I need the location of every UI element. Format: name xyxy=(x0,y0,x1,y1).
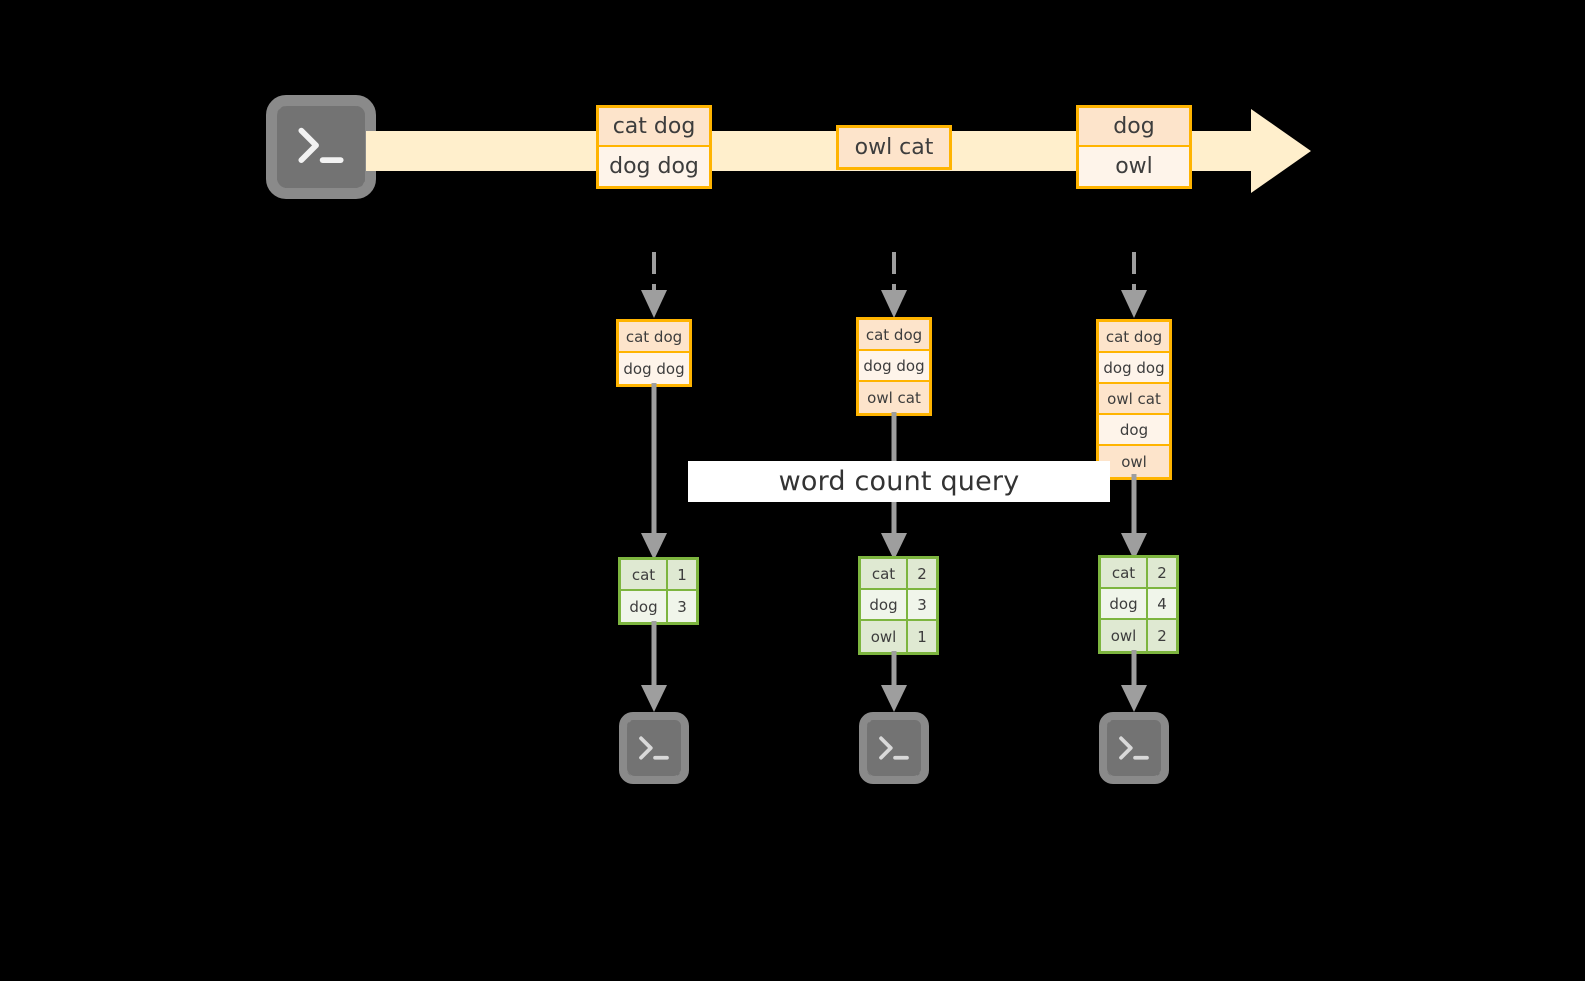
accumulated-state-box-3[interactable]: cat dog dog dog owl cat dog owl xyxy=(1096,319,1172,480)
count-cell: 2 xyxy=(908,559,936,588)
output-connector-1 xyxy=(641,621,667,712)
dashed-connector-1 xyxy=(641,252,667,318)
word-cell: dog xyxy=(861,590,908,619)
query-connector-1 xyxy=(641,383,667,560)
terminal-icon xyxy=(619,712,689,784)
state-line: dog dog xyxy=(859,351,929,382)
word-cell: cat xyxy=(621,560,668,589)
state-line: cat dog xyxy=(1099,322,1169,353)
state-line: cat dog xyxy=(859,320,929,351)
terminal-icon xyxy=(859,712,929,784)
stream-event-box[interactable]: cat dog dog dog xyxy=(596,105,712,189)
accumulated-state-box-1[interactable]: cat dog dog dog xyxy=(616,319,692,387)
state-line: dog xyxy=(1099,415,1169,446)
state-line: owl cat xyxy=(1099,384,1169,415)
accumulated-state-box-2[interactable]: cat dog dog dog owl cat xyxy=(856,317,932,416)
terminal-icon xyxy=(266,95,376,199)
output-connector-2 xyxy=(881,651,907,712)
state-line: dog dog xyxy=(1099,353,1169,384)
query-label: word count query xyxy=(778,466,1020,497)
count-cell: 3 xyxy=(668,591,696,622)
word-count-result-1[interactable]: cat 1 dog 3 xyxy=(618,557,699,625)
stream-event-line: dog xyxy=(1079,108,1189,147)
word-count-result-3[interactable]: cat 2 dog 4 owl 2 xyxy=(1098,555,1179,654)
count-cell: 2 xyxy=(1148,620,1176,651)
stream-event-line: owl cat xyxy=(839,128,949,167)
count-cell: 3 xyxy=(908,590,936,619)
dashed-connector-2 xyxy=(881,252,907,318)
stream-event-line: owl xyxy=(1079,147,1189,186)
table-row: dog 3 xyxy=(621,591,696,622)
word-cell: cat xyxy=(861,559,908,588)
table-row: dog 3 xyxy=(861,590,936,621)
count-cell: 2 xyxy=(1148,558,1176,587)
word-count-result-2[interactable]: cat 2 dog 3 owl 1 xyxy=(858,556,939,655)
count-cell: 4 xyxy=(1148,589,1176,618)
dashed-connector-3 xyxy=(1121,252,1147,318)
word-cell: dog xyxy=(1101,589,1148,618)
table-row: cat 1 xyxy=(621,560,696,591)
count-cell: 1 xyxy=(668,560,696,589)
table-row: dog 4 xyxy=(1101,589,1176,620)
terminal-icon xyxy=(1099,712,1169,784)
table-row: owl 2 xyxy=(1101,620,1176,651)
state-line: dog dog xyxy=(619,353,689,384)
output-connector-3 xyxy=(1121,650,1147,712)
stream-event-line: dog dog xyxy=(599,147,709,186)
table-row: cat 2 xyxy=(861,559,936,590)
table-row: owl 1 xyxy=(861,621,936,652)
stream-event-box[interactable]: owl cat xyxy=(836,125,952,170)
query-connector-3 xyxy=(1121,474,1147,560)
query-label-band: word count query xyxy=(688,461,1110,502)
stream-event-box[interactable]: dog owl xyxy=(1076,105,1192,189)
state-line: cat dog xyxy=(619,322,689,353)
word-cell: owl xyxy=(1101,620,1148,651)
stream-event-line: cat dog xyxy=(599,108,709,147)
state-line: owl xyxy=(1099,446,1169,477)
state-line: owl cat xyxy=(859,382,929,413)
word-cell: dog xyxy=(621,591,668,622)
count-cell: 1 xyxy=(908,621,936,652)
word-cell: cat xyxy=(1101,558,1148,587)
word-cell: owl xyxy=(861,621,908,652)
table-row: cat 2 xyxy=(1101,558,1176,589)
